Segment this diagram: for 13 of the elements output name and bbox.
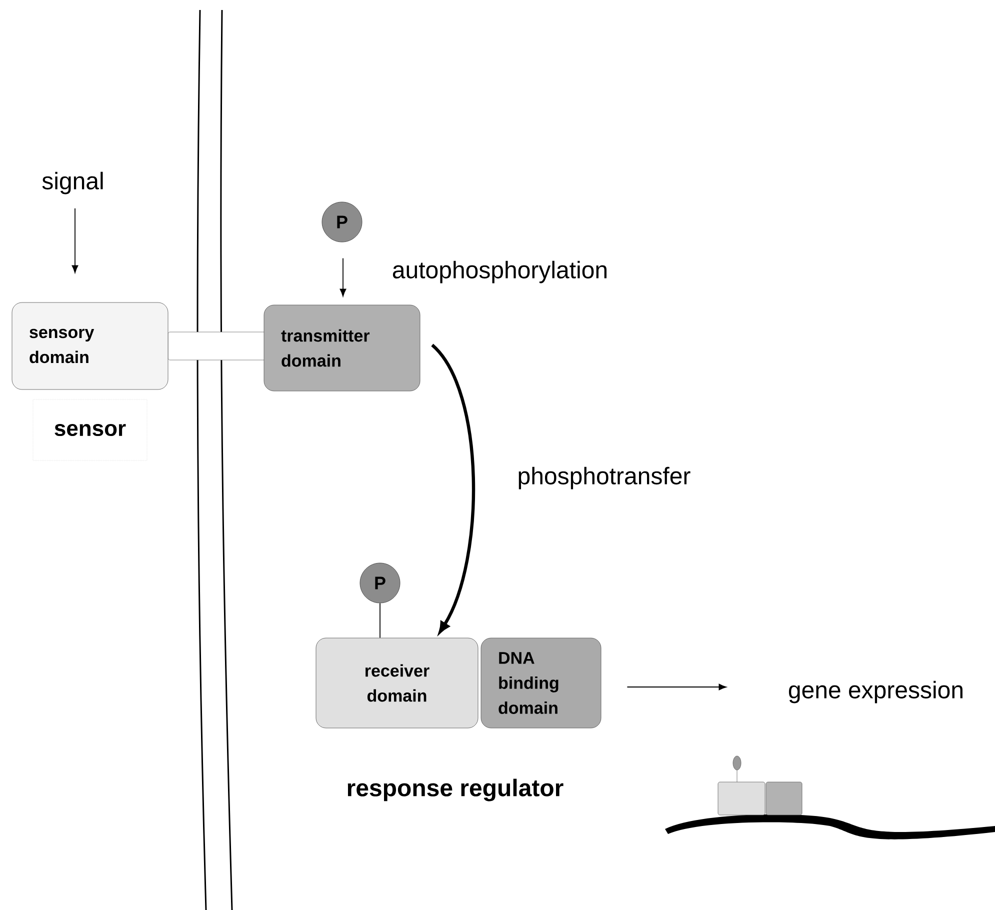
domain-box: DNA binding domain [480, 638, 602, 728]
arrow [626, 684, 726, 690]
protein-label-box: sensor [32, 399, 148, 461]
domain-box: sensory domain [12, 302, 168, 390]
domain-box: receiver domain [316, 638, 478, 728]
arrow [72, 208, 78, 273]
domain-box: transmitter domain [264, 304, 420, 392]
protein-name: response regulator [348, 778, 564, 802]
arrow [340, 258, 346, 296]
edge-label: autophosphorylation [390, 258, 610, 286]
caption-text: gene expression [788, 680, 962, 704]
edge-label: phosphotransfer [515, 464, 693, 492]
caption-text: signal [42, 172, 103, 194]
